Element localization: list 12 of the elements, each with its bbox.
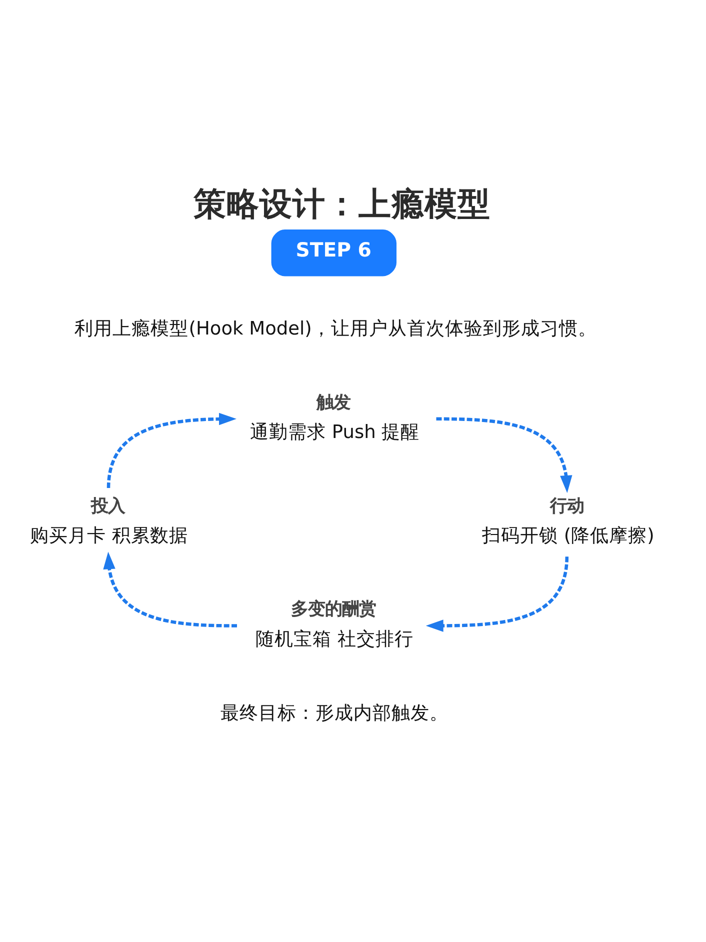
label: 最终目标：形成内部触发。 [220,702,449,724]
node-text: 触发 通勤需求 Push 提醒 [250,392,420,443]
arrow [106,412,236,488]
arrow [426,556,569,632]
arrow [436,416,572,492]
node-text: 行动 扫码开锁 (降低摩擦) [482,496,654,546]
node-text: 投入 购买月卡 积累数据 [30,496,188,546]
arrow [103,551,237,627]
label: 利用上瘾模型(Hook Model)，让用户从首次体验到形成习惯。 [74,318,597,340]
diagram-title: 策略设计：上瘾模型 [194,184,491,222]
node-box: STEP 6 [271,228,396,276]
node-text: 多变的酬赏 随机宝箱 社交排行 [255,599,414,650]
